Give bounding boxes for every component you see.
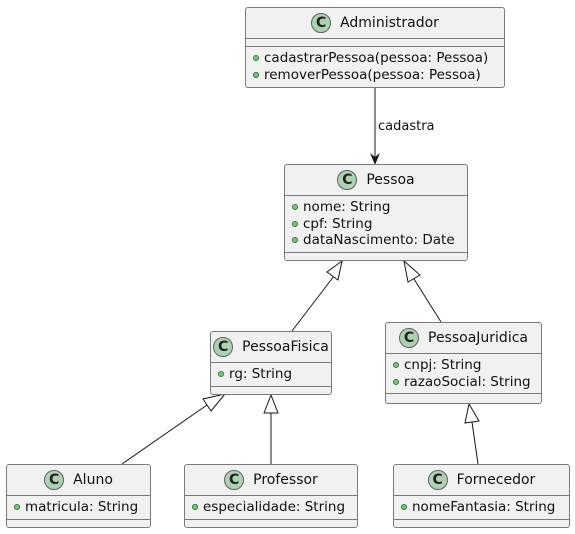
- generalization-triangle-pessoajuridica: [403, 259, 421, 283]
- attribute: nome: String: [292, 199, 461, 216]
- attribute: cpf: String: [292, 216, 461, 233]
- methods-compartment: [211, 387, 331, 394]
- class-name: Pessoa: [366, 172, 415, 188]
- section-divider: [386, 353, 541, 354]
- public-visibility-icon: [292, 220, 298, 227]
- method: removerPessoa(pessoa: Pessoa): [253, 67, 498, 84]
- section-divider: [185, 518, 357, 520]
- public-visibility-icon: [292, 204, 298, 211]
- class-name: Fornecedor: [456, 472, 536, 488]
- public-visibility-icon: [292, 237, 298, 244]
- methods-compartment: [185, 520, 357, 527]
- section-divider: [386, 393, 541, 394]
- class-header: C Aluno: [7, 465, 150, 495]
- edge-fornecedor-pessoajuridica: [471, 421, 479, 465]
- attribute: nomeFantasia: String: [401, 499, 563, 516]
- section-divider: [211, 362, 331, 363]
- section-divider: [185, 495, 357, 496]
- class-badge-icon: C: [337, 170, 358, 190]
- generalization-triangle-aluno: [202, 393, 227, 412]
- section-divider: [285, 251, 467, 253]
- methods-compartment: cadastrarPessoa(pessoa: Pessoa) removerP…: [246, 47, 504, 86]
- edge-aluno-pessoafisica: [121, 404, 208, 465]
- class-pessoajuridica[interactable]: C PessoaJuridica cnpj: String razaoSocia…: [385, 322, 542, 404]
- class-aluno[interactable]: C Aluno matricula: String: [6, 464, 151, 528]
- attribute: especialidade: String: [192, 499, 351, 516]
- attributes-compartment: nomeFantasia: String: [394, 496, 569, 519]
- class-pessoafisica[interactable]: C PessoaFisica rg: String: [210, 331, 332, 395]
- public-visibility-icon: [218, 371, 224, 378]
- method: cadastrarPessoa(pessoa: Pessoa): [253, 50, 498, 67]
- class-name: PessoaJuridica: [428, 330, 528, 346]
- generalization-triangle-fornecedor: [464, 402, 480, 424]
- section-divider: [285, 195, 467, 196]
- attributes-compartment: matricula: String: [7, 496, 150, 519]
- class-header: C Pessoa: [285, 165, 467, 195]
- methods-compartment: [7, 520, 150, 527]
- section-divider: [394, 518, 569, 520]
- attributes-compartment: [246, 39, 504, 46]
- public-visibility-icon: [401, 504, 407, 511]
- public-visibility-icon: [14, 504, 20, 511]
- section-divider: [7, 518, 150, 520]
- section-divider: [246, 46, 504, 47]
- attribute: cnpj: String: [393, 357, 535, 374]
- methods-compartment: [285, 253, 467, 260]
- class-administrador[interactable]: C Administrador cadastrarPessoa(pessoa: …: [245, 7, 505, 88]
- attributes-compartment: cnpj: String razaoSocial: String: [386, 354, 541, 393]
- public-visibility-icon: [393, 378, 399, 385]
- public-visibility-icon: [253, 71, 259, 78]
- class-pessoa[interactable]: C Pessoa nome: String cpf: String dataNa…: [284, 164, 468, 261]
- class-badge-icon: C: [399, 328, 419, 348]
- methods-compartment: [394, 520, 569, 527]
- class-fornecedor[interactable]: C Fornecedor nomeFantasia: String: [393, 464, 570, 528]
- class-badge-icon: C: [427, 470, 448, 490]
- section-divider: [394, 495, 569, 496]
- public-visibility-icon: [393, 362, 399, 369]
- class-badge-icon: C: [44, 470, 65, 490]
- class-header: C PessoaJuridica: [386, 323, 541, 353]
- public-visibility-icon: [253, 55, 259, 62]
- generalization-triangle-pessoafisica: [326, 259, 343, 281]
- attributes-compartment: rg: String: [211, 363, 331, 386]
- class-professor[interactable]: C Professor especialidade: String: [184, 464, 358, 528]
- class-name: Administrador: [340, 15, 439, 31]
- arrowhead-cadastra: [370, 153, 380, 165]
- edge-pessoafisica-pessoa: [291, 275, 335, 332]
- class-header: C PessoaFisica: [211, 332, 331, 362]
- section-divider: [246, 38, 504, 39]
- class-header: C Professor: [185, 465, 357, 495]
- class-badge-icon: C: [213, 337, 234, 357]
- section-divider: [211, 385, 331, 387]
- section-divider: [7, 495, 150, 496]
- class-name: PessoaFisica: [242, 339, 329, 355]
- class-badge-icon: C: [311, 13, 332, 33]
- public-visibility-icon: [192, 504, 198, 511]
- class-name: Professor: [253, 472, 318, 488]
- edge-pessoajuridica-pessoa: [413, 278, 442, 323]
- attribute: dataNascimento: Date: [292, 232, 461, 249]
- generalization-triangle-professor: [263, 393, 279, 414]
- attributes-compartment: especialidade: String: [185, 496, 357, 519]
- attribute: matricula: String: [14, 499, 144, 516]
- class-name: Aluno: [73, 472, 113, 488]
- class-header: C Administrador: [246, 8, 504, 38]
- class-header: C Fornecedor: [394, 465, 569, 495]
- methods-compartment: [386, 394, 541, 401]
- attribute: razaoSocial: String: [393, 374, 535, 391]
- attribute: rg: String: [218, 366, 325, 383]
- attributes-compartment: nome: String cpf: String dataNascimento:…: [285, 196, 467, 252]
- class-badge-icon: C: [224, 470, 245, 490]
- edge-label-cadastra: cadastra: [378, 119, 435, 134]
